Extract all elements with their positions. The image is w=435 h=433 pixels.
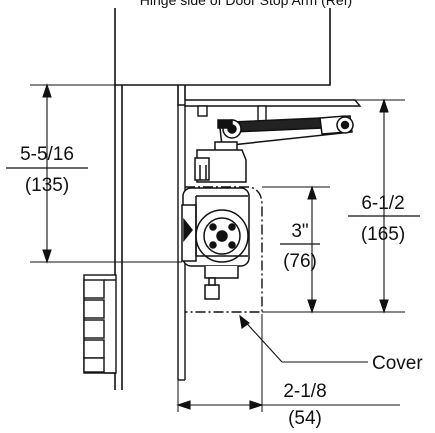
dimension-lines: [42, 83, 400, 410]
header-text: Hinge side of Door Stop Arm (Ref): [140, 0, 352, 8]
bottom-width-metric: (54): [288, 408, 322, 428]
hinge-block: [83, 274, 117, 374]
closer-arm: [217, 115, 354, 147]
dimension-labels: 5-5/16 (135) 6-1/2 (165) 3" (76) 2-1/8 (…: [6, 144, 423, 429]
total-height-fraction: 6-1/2: [361, 193, 404, 214]
total-height-metric: (165): [361, 224, 405, 245]
closer-body: [181, 141, 250, 300]
left-height-metric: (135): [25, 175, 69, 196]
cover-height-fraction: 3": [291, 221, 308, 242]
left-height-fraction: 5-5/16: [20, 144, 74, 165]
bottom-width-fraction: 2-1/8: [283, 381, 326, 402]
cover-height-metric: (76): [283, 251, 317, 272]
cover-outline: [185, 186, 263, 313]
extension-lines: [30, 84, 405, 412]
cover-callout-label: Cover: [372, 353, 423, 374]
arm-bracket: [184, 99, 362, 125]
